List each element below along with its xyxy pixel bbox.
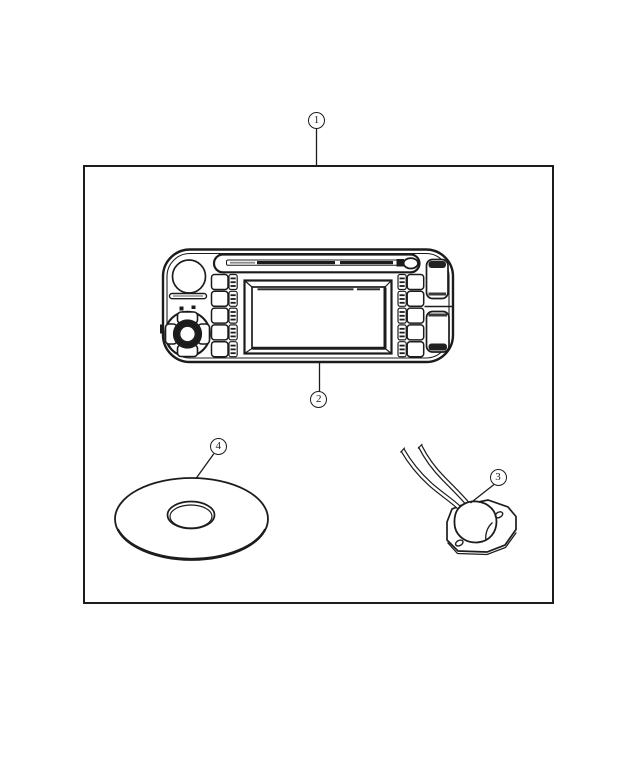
antenna-dome	[453, 500, 498, 544]
navigation-disc-illustration	[114, 477, 269, 561]
disc-thickness-edge	[117, 528, 266, 560]
display-screen	[243, 279, 393, 355]
callout-4: 4	[209, 437, 227, 455]
preset-buttons-left	[210, 273, 238, 358]
card-slot	[168, 292, 208, 300]
knob-tick	[191, 305, 196, 309]
bezel-left-tab	[160, 324, 164, 334]
load-button	[402, 257, 419, 270]
gps-antenna-illustration	[400, 443, 517, 556]
callout-leader-lines	[195, 128, 495, 504]
rocker-buttons	[424, 258, 453, 353]
eject-button	[396, 259, 404, 267]
radio-head-unit-illustration	[160, 248, 455, 364]
antenna-wires	[400, 443, 469, 510]
preset-buttons-right	[397, 273, 425, 358]
mounting-hole	[454, 539, 464, 547]
knob-tick	[179, 306, 184, 311]
antenna-base-thickness	[447, 532, 517, 556]
tuner-knob	[164, 310, 211, 358]
callout-3: 3	[489, 468, 507, 486]
cd-slot	[212, 253, 421, 274]
callout-2: 2	[310, 390, 328, 408]
callout-1: 1	[308, 111, 325, 129]
kit-boundary-box	[83, 165, 554, 604]
mounting-hole	[494, 511, 504, 519]
